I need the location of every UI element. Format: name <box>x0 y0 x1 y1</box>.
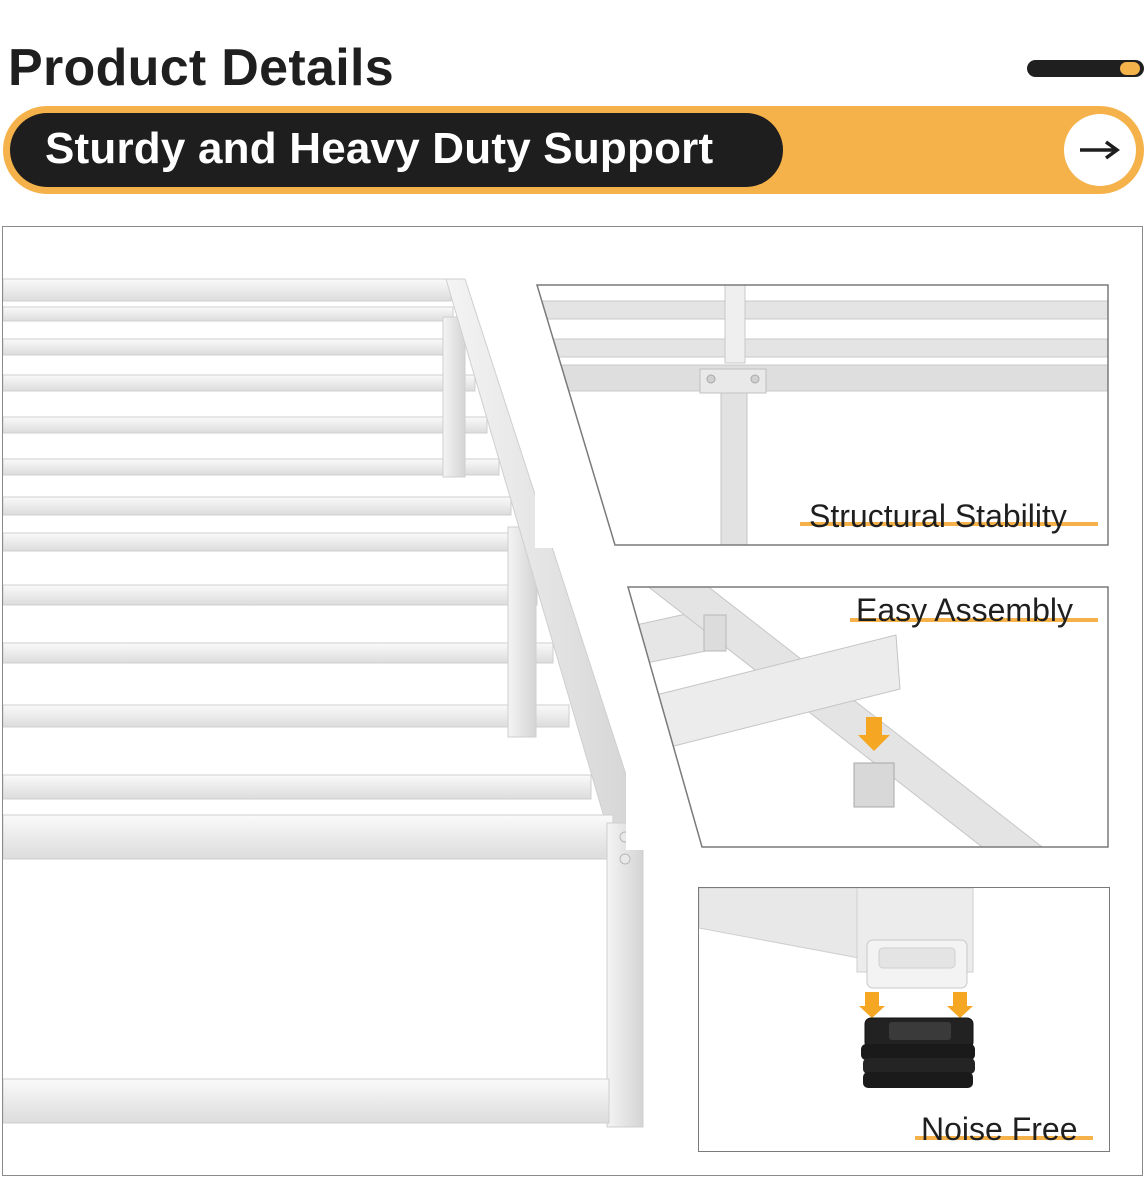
feature-banner-title: Sturdy and Heavy Duty Support <box>45 124 714 173</box>
feature-banner-pill: Sturdy and Heavy Duty Support <box>10 113 783 187</box>
assembly-illustration <box>627 586 1109 848</box>
detail-label: Easy Assembly <box>856 592 1073 628</box>
center-support-illustration <box>535 284 1109 546</box>
bed-frame-illustration <box>3 278 644 1128</box>
detail-card-structural-stability: Structural Stability <box>535 283 1110 548</box>
detail-label: Noise Free <box>921 1111 1078 1147</box>
detail-label-underline <box>915 1136 1093 1140</box>
feature-banner: Sturdy and Heavy Duty Support <box>3 106 1144 194</box>
detail-label: Structural Stability <box>809 498 1067 534</box>
leg-cap-illustration <box>699 888 1108 1150</box>
page-title: Product Details <box>8 39 394 97</box>
arrow-right-icon <box>1080 140 1120 160</box>
detail-card-noise-free: Noise Free <box>698 887 1110 1152</box>
detail-label-underline <box>800 522 1098 526</box>
detail-label-underline <box>850 618 1098 622</box>
detail-card-easy-assembly: Easy Assembly <box>626 585 1110 850</box>
carousel-indicator[interactable] <box>1027 60 1144 77</box>
next-button[interactable] <box>1064 114 1136 186</box>
carousel-indicator-thumb <box>1120 62 1140 75</box>
